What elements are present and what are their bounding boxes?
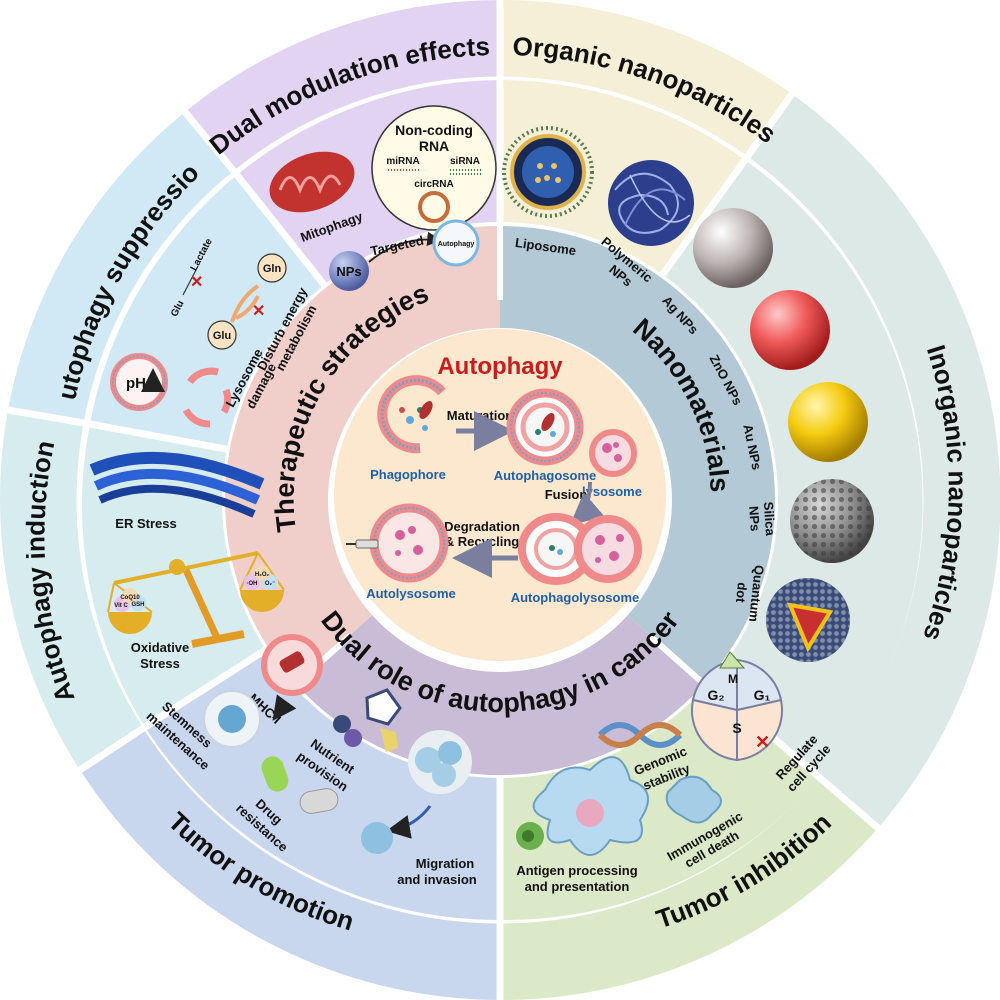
label-m: M [728, 672, 738, 686]
label-autophagy-small: Autophagy [438, 241, 475, 248]
er-icon [89, 451, 265, 518]
mhc-cell-icon [261, 634, 323, 696]
center-title: Autophagy [437, 353, 563, 380]
label-sirna: siRNA [450, 156, 480, 167]
label-ncrna-1: Non-coding [395, 122, 473, 138]
label-ncrna-2: RNA [419, 138, 449, 154]
liposome-icon [502, 126, 594, 218]
dna-helix-icon [597, 722, 683, 748]
label-antigen-1: Antigen processing [516, 863, 637, 878]
dendritic-cell-icon [516, 756, 649, 856]
label-h2o2: H₂O₂ [255, 572, 270, 578]
balance-scale-icon: Vit C GSH CoQ10 ·OH O₂⁻ H₂O₂ [107, 551, 285, 648]
lysosome-ph-icon: pH [110, 353, 168, 411]
label-s: S [732, 720, 741, 736]
label-autolysosome: Autolysosome [366, 586, 456, 601]
cell-cycle-icon: G₂ M G₁ S ✕ [690, 651, 784, 762]
drug-capsule-icon [261, 756, 339, 814]
silica-nps-sphere-icon [790, 479, 874, 563]
label-circrna: circRNA [414, 179, 453, 190]
label-oh: ·OH [247, 581, 258, 587]
label-nps: NPs [336, 264, 361, 279]
label-gln: Gln [263, 263, 282, 275]
label-phagophore: Phagophore [370, 467, 446, 482]
svg-text:✕: ✕ [252, 303, 265, 320]
label-gsh: GSH [131, 602, 144, 608]
label-autophagolysosome: Autophagolysosome [511, 590, 640, 605]
label-antigen-2: and presentation [525, 879, 630, 894]
quantum-dot-icon [766, 578, 850, 662]
label-quantum-2: dot [733, 582, 750, 604]
label-degradation-2: & Recycling [445, 534, 519, 549]
label-vitc: Vit C [114, 603, 128, 609]
phagophore-illustration [377, 375, 446, 454]
label-quantum-1: Quantum [746, 564, 767, 622]
label-migration-1: Migration [416, 856, 475, 871]
svg-text:✕: ✕ [755, 732, 770, 752]
label-coq10: CoQ10 [120, 595, 140, 601]
ag-nps-sphere-icon [693, 208, 773, 288]
svg-text:✕: ✕ [190, 274, 203, 291]
lysosome-illustration [589, 429, 637, 477]
ncrna-circle: Non-coding RNA miRNA siRNA circRNA [371, 105, 497, 231]
label-oxidative-1: Oxidative [131, 640, 190, 655]
polymeric-nps-icon [608, 160, 694, 246]
label-glu: Glu [213, 330, 231, 342]
autophagosome-illustration [506, 388, 584, 466]
autolysosome-illustration [346, 503, 449, 583]
label-maturation: Maturation [447, 408, 514, 423]
lysosome-damage-icon [182, 367, 232, 428]
autophagolysosome-illustration [518, 513, 642, 585]
label-silica-1: Silica [761, 501, 778, 537]
stem-cell-icon [203, 690, 261, 748]
label-mirna: miRNA [386, 156, 419, 167]
label-oxidative-2: Stress [140, 656, 180, 671]
nutrient-shapes-icon [333, 688, 402, 752]
label-migration-2: and invasion [397, 872, 477, 887]
zno-nps-sphere-icon [750, 290, 830, 370]
label-ph: pH [126, 375, 146, 392]
tumor-cluster-icon [408, 730, 472, 794]
outer-separators [7, 0, 881, 1000]
label-er-stress: ER Stress [115, 516, 176, 531]
nps-ball-icon [329, 251, 369, 291]
label-fusion: Fusion [545, 487, 588, 502]
label-autophagosome: Autophagosome [494, 468, 597, 483]
mitochondrion-icon [269, 151, 355, 213]
label-g1: G₁ [754, 687, 771, 703]
label-degradation-1: Degradation [444, 519, 520, 534]
label-o2: O₂⁻ [265, 581, 276, 587]
label-g2: G₂ [707, 687, 724, 703]
immunogenic-cell-icon [665, 775, 722, 824]
label-silica-2: NPs [746, 506, 763, 532]
au-nps-sphere-icon [788, 382, 868, 462]
